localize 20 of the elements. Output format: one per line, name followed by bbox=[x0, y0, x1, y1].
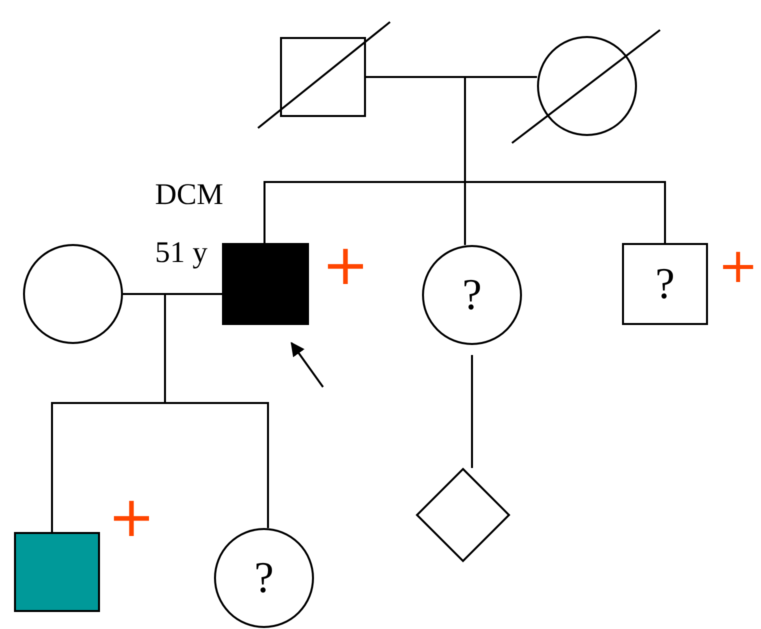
plus-sign: + bbox=[108, 490, 155, 546]
square-symbol bbox=[14, 532, 100, 612]
age-label: 51 y bbox=[155, 238, 208, 268]
pedigree-line bbox=[471, 355, 473, 468]
circle-symbol bbox=[537, 36, 637, 136]
diamond-symbol bbox=[416, 468, 510, 562]
square-symbol bbox=[280, 37, 366, 117]
pedigree-line bbox=[164, 293, 269, 528]
unknown-status-mark: ? bbox=[254, 556, 274, 600]
condition-label: DCM bbox=[155, 180, 224, 210]
unknown-status-mark: ? bbox=[655, 262, 675, 306]
circle-symbol bbox=[422, 245, 522, 345]
square-symbol bbox=[222, 243, 309, 325]
circle-symbol bbox=[23, 244, 123, 344]
unknown-status-mark: ? bbox=[462, 273, 482, 317]
circle-symbol bbox=[214, 528, 314, 628]
pointer-arrow bbox=[290, 342, 324, 388]
square-symbol bbox=[622, 243, 708, 325]
plus-sign: + bbox=[322, 238, 369, 294]
plus-sign: + bbox=[718, 242, 758, 290]
